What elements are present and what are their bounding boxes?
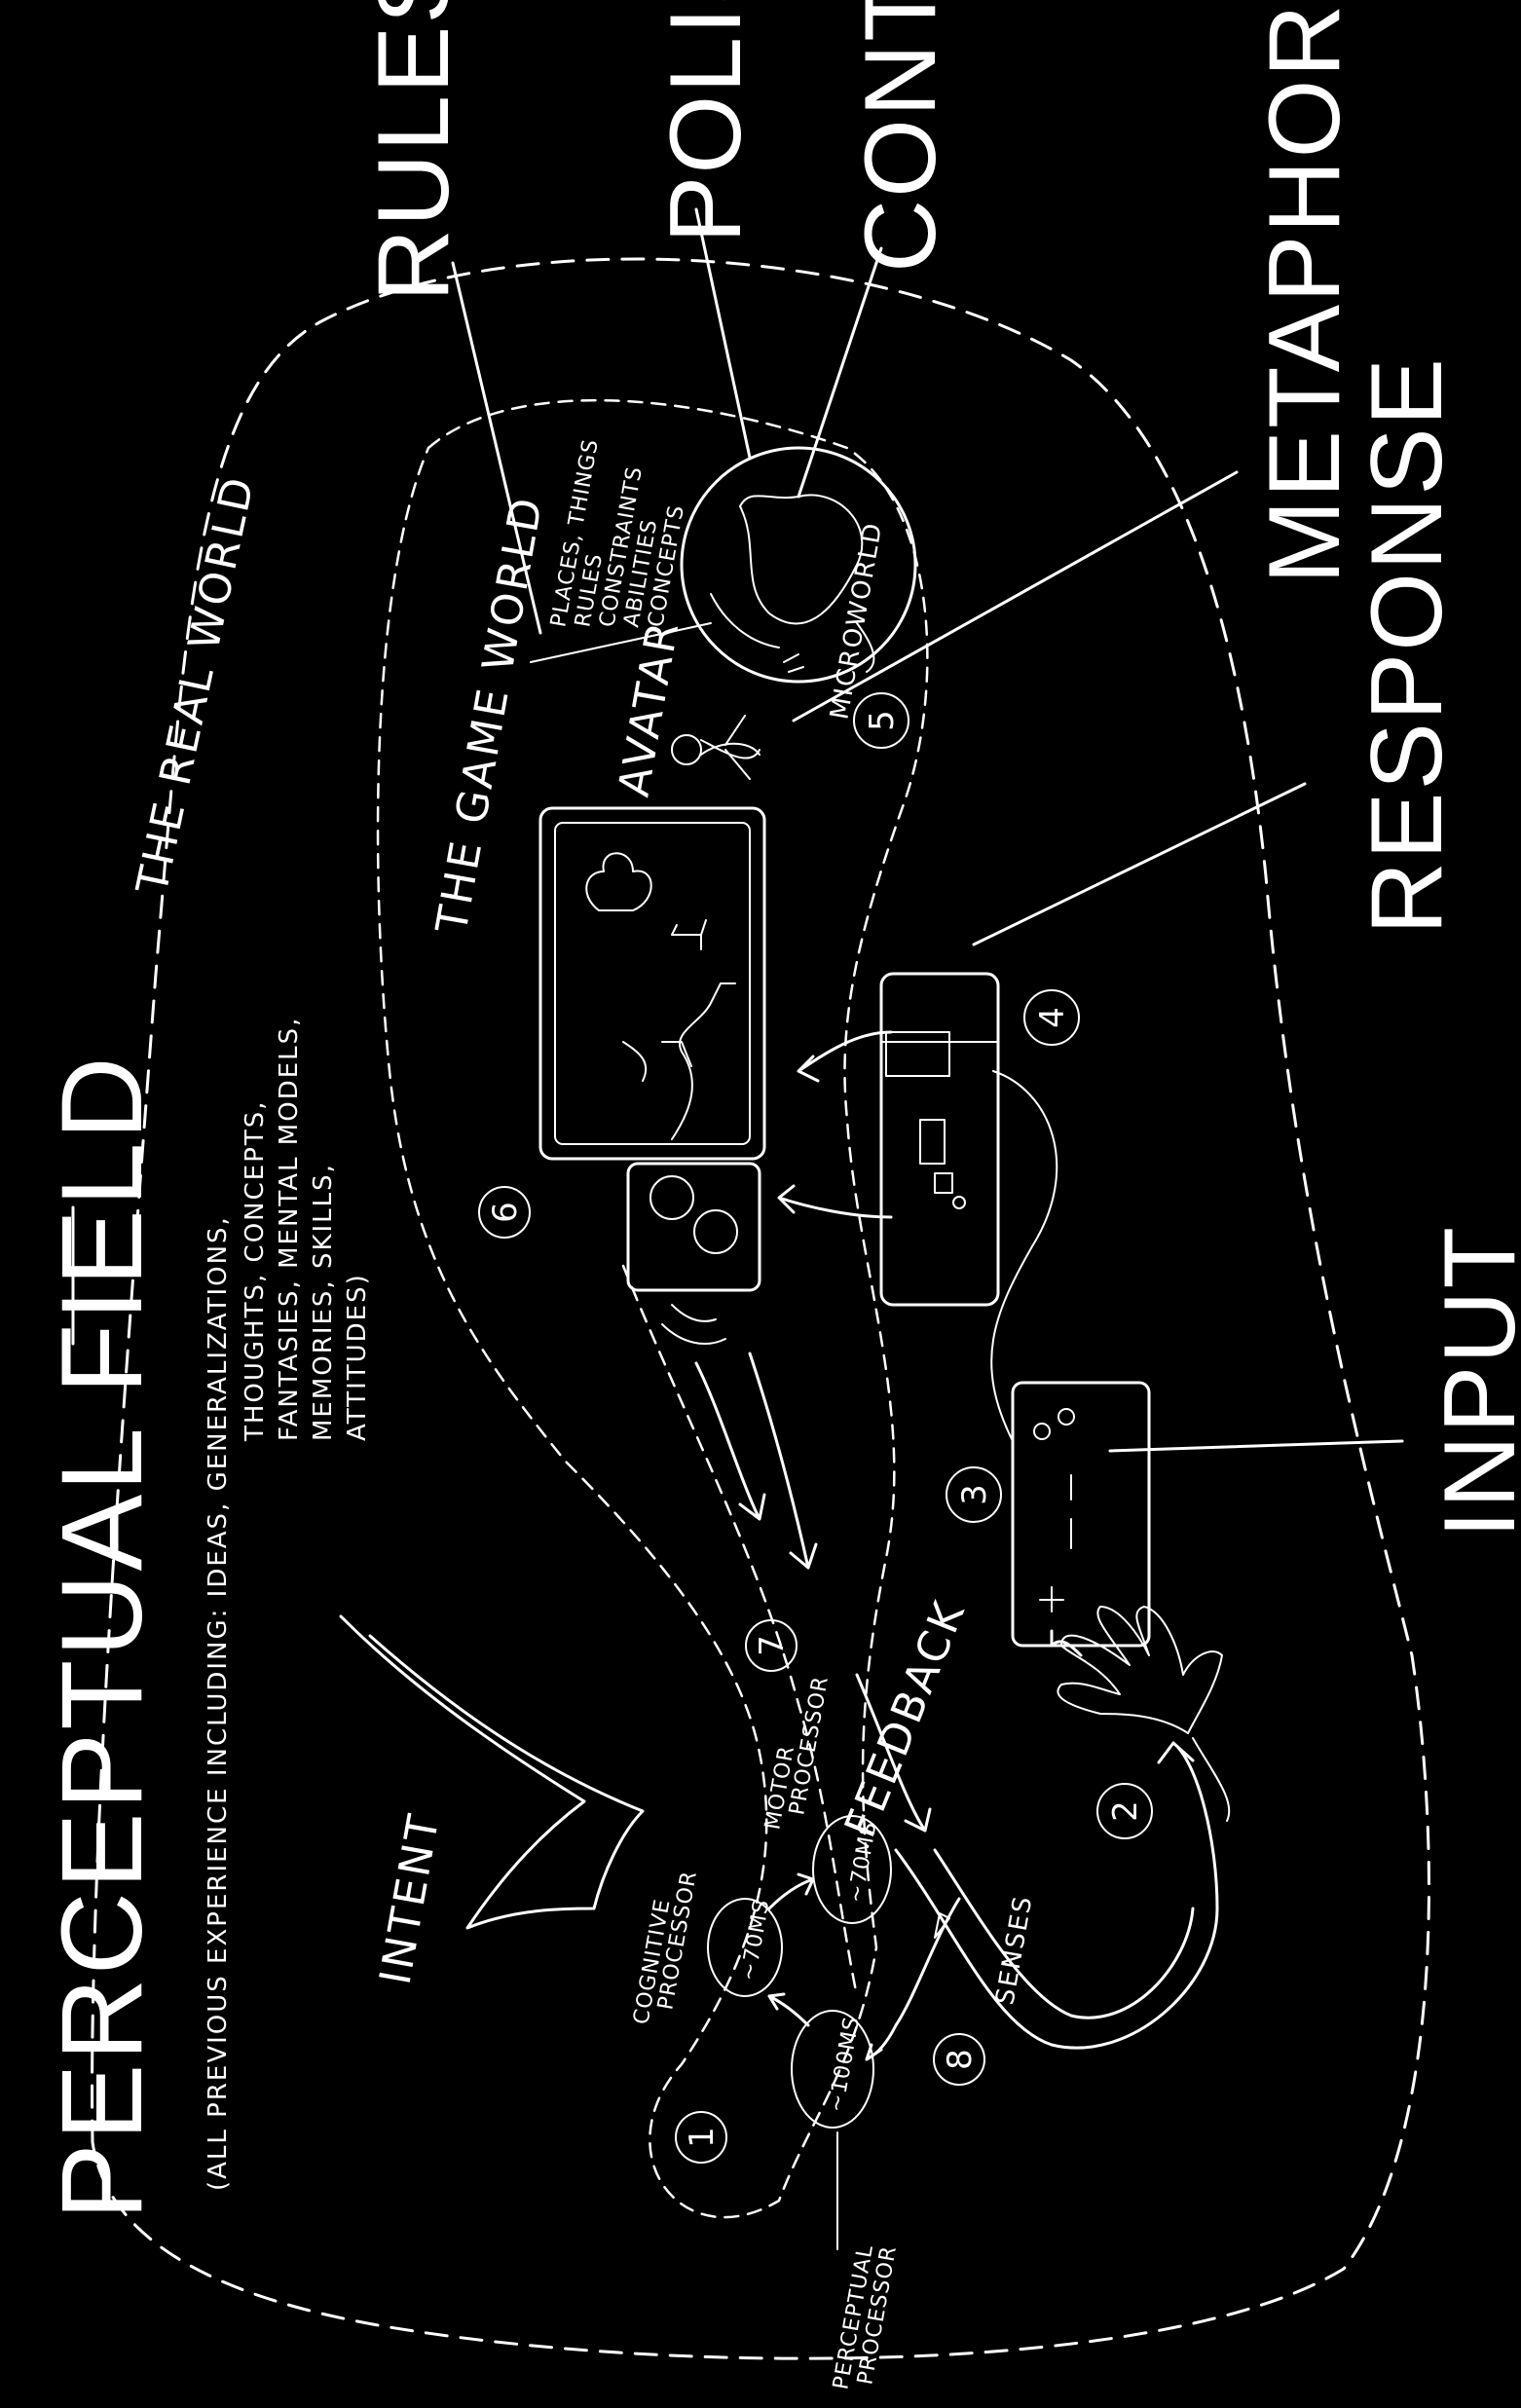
- feedback-arrow-2: [750, 1353, 816, 1568]
- microworld-label: MICROWORLD: [825, 520, 888, 722]
- perceptual-to-cognitive-arrow: [769, 1994, 808, 2025]
- step-8-number: 8: [941, 2049, 980, 2070]
- game-world-label: THE GAME WORLD: [427, 492, 552, 938]
- context-label: CONTEXT: [844, 0, 957, 273]
- note-line-1: (ALL PREVIOUS EXPERIENCE INCLUDING: IDEA…: [204, 1215, 233, 2191]
- rules-label: RULES: [357, 0, 470, 302]
- step-2-number: 2: [1106, 1800, 1145, 1822]
- input-label: INPUT: [1424, 1225, 1521, 1538]
- step-6-marker: 6: [479, 1187, 530, 1238]
- motor-to-hand-path-return: [935, 1850, 1193, 2018]
- step-5-marker: 5: [854, 693, 909, 748]
- cognitive-to-motor-arrow: [769, 1874, 813, 1908]
- motor-processor-name-2: PROCESSOR: [785, 1674, 834, 1817]
- console-to-speaker-arrow: [779, 1186, 891, 1217]
- page-title: PERCEPTUAL FIELD: [38, 1054, 167, 2220]
- step-3-marker: 3: [946, 1467, 1001, 1522]
- controller-icon: [1013, 1383, 1149, 1646]
- feedback-arrow-1: [696, 1363, 764, 1519]
- hand-to-controller-arrow: [1052, 1631, 1081, 1655]
- note-line-2: THOUGHTS, CONCEPTS,: [241, 1099, 270, 1442]
- motor-to-hand-path: [896, 1743, 1217, 2048]
- step-1-number: 1: [683, 2127, 722, 2148]
- perceptual-field-note: (ALL PREVIOUS EXPERIENCE INCLUDING: IDEA…: [204, 1017, 372, 2191]
- polish-label: POLISH: [649, 0, 762, 243]
- hand-icon: [1057, 1607, 1229, 1821]
- step-6-number: 6: [486, 1202, 525, 1223]
- step-1-marker: 1: [676, 2112, 726, 2163]
- response-pointer: [974, 784, 1305, 945]
- intent-label: INTENT: [371, 1808, 450, 1988]
- step-2-marker: 2: [1097, 1784, 1152, 1838]
- note-line-4: MEMORIES, SKILLS,: [309, 1163, 338, 1441]
- perceptual-processor-time: ~100MS: [824, 2015, 865, 2114]
- real-world-label: THE REAL WORLD: [128, 470, 265, 899]
- controller-cable: [991, 1071, 1057, 1441]
- metaphor-label: METAPHOR: [1248, 2, 1361, 584]
- step-7-number: 7: [753, 1635, 792, 1656]
- feedback-label: FEEDBACK: [835, 1593, 976, 1844]
- console-icon: [881, 974, 998, 1305]
- step-4-number: 4: [1033, 1007, 1072, 1028]
- speaker-icon: [628, 1164, 760, 1344]
- avatar-icon: [672, 716, 760, 779]
- step-8-marker: 8: [934, 2034, 984, 2085]
- step-5-number: 5: [863, 710, 902, 731]
- context-pointer: [798, 248, 881, 497]
- note-line-3: FANTASIES, MENTAL MODELS,: [275, 1017, 304, 1441]
- senses-label: SENSES: [990, 1893, 1038, 2007]
- polish-pointer: [696, 209, 750, 458]
- tv-icon: [540, 808, 764, 1159]
- feedback-channel: [623, 1266, 857, 1996]
- intent-arrow: [341, 1616, 643, 1928]
- cognitive-processor-time: ~70MS: [736, 1898, 774, 1982]
- step-3-number: 3: [955, 1484, 994, 1505]
- note-line-5: ATTITUDES): [343, 1273, 372, 1441]
- response-label: RESPONSE: [1351, 356, 1464, 935]
- globe-dots: [784, 654, 803, 672]
- step-7-marker: 7: [746, 1620, 797, 1671]
- game-world-list: PLACES, THINGS RULES CONSTRAINTS ABILITI…: [546, 437, 689, 629]
- step-4-marker: 4: [1024, 990, 1079, 1045]
- input-pointer: [1110, 1441, 1402, 1451]
- perceptual-processor: ~100MS PERCEPTUAL PROCESSOR: [792, 2011, 902, 2391]
